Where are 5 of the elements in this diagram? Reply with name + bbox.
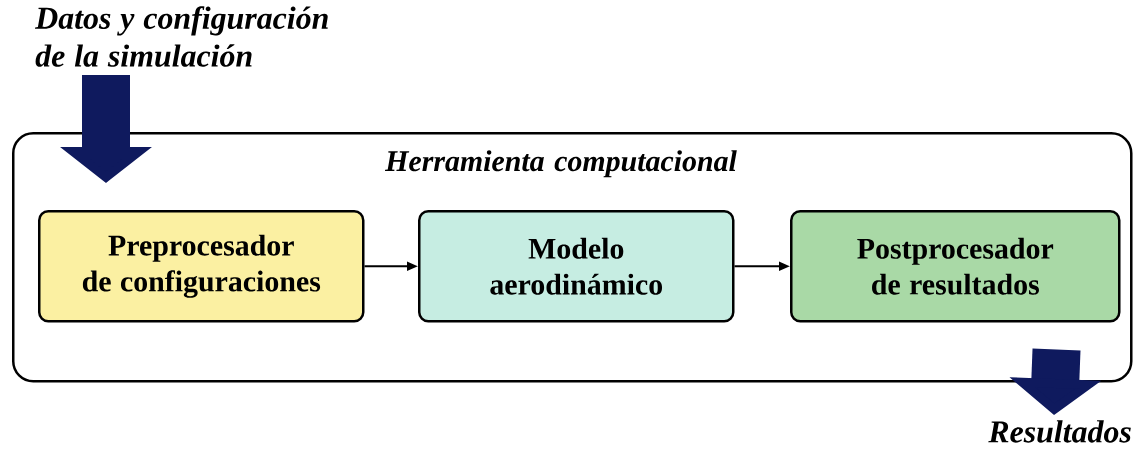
caption-text: Resultados: [988, 420, 1131, 443]
process-box: Modelo aerodinámico: [418, 210, 735, 323]
caption-text: Datos y configuración de la simulación: [34, 6, 328, 67]
process-box: Preprocesador de configuraciones: [38, 210, 365, 323]
process-box: Postprocesador de resultados: [790, 210, 1121, 323]
